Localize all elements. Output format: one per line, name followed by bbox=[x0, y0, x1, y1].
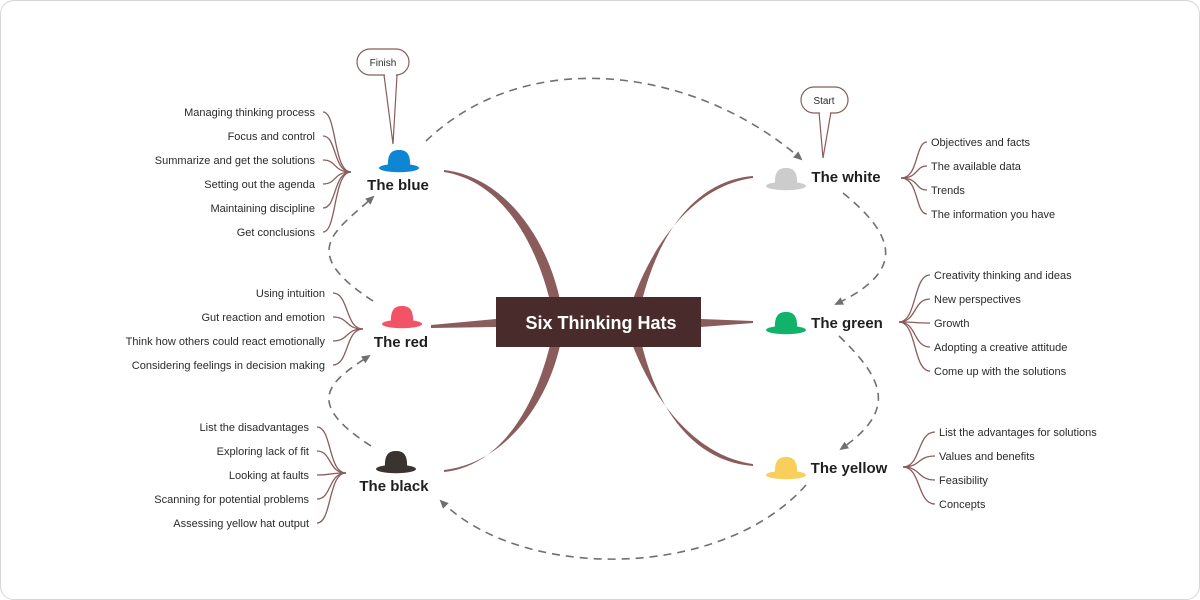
yellow-hat-label: The yellow bbox=[811, 460, 888, 477]
finish-label: Finish bbox=[370, 58, 397, 69]
hat-node-black[interactable]: The black bbox=[359, 451, 429, 495]
red-leaf-connector bbox=[332, 292, 364, 330]
yellow-hat-icon bbox=[766, 457, 806, 480]
branch-blue bbox=[444, 170, 561, 305]
black-hat-icon bbox=[376, 451, 416, 474]
red-leaf-item: Gut reaction and emotion bbox=[201, 312, 325, 324]
flow-arrow-green-to-yellow bbox=[838, 335, 880, 451]
blue-leaf-item: Get conclusions bbox=[237, 227, 316, 239]
white-hat-label: The white bbox=[811, 169, 880, 186]
black-leaf-connector bbox=[316, 426, 347, 474]
branch-yellow bbox=[631, 341, 753, 466]
red-leaf-item: Think how others could react emotionally bbox=[126, 336, 326, 348]
finish-callout: Finish bbox=[356, 48, 410, 145]
black-hat-label: The black bbox=[359, 478, 429, 495]
black-leaf-item: Looking at faults bbox=[229, 470, 310, 482]
branch-green bbox=[701, 319, 753, 327]
black-leaf-item: List the disadvantages bbox=[200, 422, 310, 434]
white-hat-icon bbox=[766, 168, 806, 191]
blue-leaf-connector bbox=[322, 171, 352, 233]
flow-arrow-red-to-blue bbox=[328, 195, 375, 302]
green-leaf-item: Growth bbox=[934, 318, 969, 330]
hat-node-green[interactable]: The green bbox=[766, 312, 883, 335]
black-leaf-item: Assessing yellow hat output bbox=[173, 518, 309, 530]
main-branches bbox=[431, 170, 753, 472]
blue-leaf-connector bbox=[322, 135, 352, 173]
hat-node-yellow[interactable]: The yellow bbox=[766, 457, 888, 480]
green-hat-label: The green bbox=[811, 315, 883, 332]
white-leaf-item: Objectives and facts bbox=[931, 137, 1031, 149]
yellow-leaf-item: Feasibility bbox=[939, 475, 988, 487]
blue-leaf-item: Focus and control bbox=[228, 131, 315, 143]
flow-arrows bbox=[328, 77, 887, 560]
green-leaf-connector bbox=[898, 298, 931, 323]
white-leaf-item: The available data bbox=[931, 161, 1022, 173]
yellow-leaf-item: Concepts bbox=[939, 499, 986, 511]
green-leaf-item: Creativity thinking and ideas bbox=[934, 270, 1072, 282]
center-box bbox=[496, 297, 701, 347]
red-leaf-item: Using intuition bbox=[256, 288, 325, 300]
red-hat-label: The red bbox=[374, 334, 428, 351]
red-leaf-connector bbox=[332, 316, 364, 330]
white-leaf-connector bbox=[900, 177, 928, 215]
black-leaf-item: Scanning for potential problems bbox=[154, 494, 309, 506]
white-leaf-item: The information you have bbox=[931, 209, 1055, 221]
blue-leaf-item: Managing thinking process bbox=[184, 107, 315, 119]
start-label: Start bbox=[813, 96, 834, 107]
yellow-hat-items: List the advantages for solutionsValues … bbox=[902, 427, 1097, 511]
blue-leaf-connector bbox=[322, 111, 352, 173]
blue-hat-icon bbox=[379, 150, 419, 173]
red-leaf-connector bbox=[332, 328, 364, 342]
red-hat-icon bbox=[382, 306, 422, 329]
green-leaf-item: Adopting a creative attitude bbox=[934, 342, 1067, 354]
hat-node-white[interactable]: The white bbox=[766, 168, 881, 191]
green-leaf-connector bbox=[898, 274, 931, 323]
center-node[interactable]: Six Thinking Hats bbox=[496, 297, 701, 347]
blue-leaf-item: Setting out the agenda bbox=[204, 179, 316, 191]
yellow-leaf-item: Values and benefits bbox=[939, 451, 1035, 463]
yellow-leaf-item: List the advantages for solutions bbox=[939, 427, 1097, 439]
branch-black bbox=[444, 341, 561, 472]
yellow-leaf-connector bbox=[902, 466, 936, 481]
yellow-leaf-connector bbox=[902, 466, 936, 505]
hat-node-red[interactable]: The red bbox=[374, 306, 428, 351]
blue-hat-label: The blue bbox=[367, 177, 429, 194]
flow-arrow-black-to-red bbox=[328, 354, 372, 447]
yellow-leaf-connector bbox=[902, 431, 936, 468]
black-leaf-item: Exploring lack of fit bbox=[217, 446, 309, 458]
white-leaf-item: Trends bbox=[931, 185, 965, 197]
green-hat-icon bbox=[766, 312, 806, 335]
green-leaf-item: Come up with the solutions bbox=[934, 366, 1067, 378]
flow-arrow-white-to-green bbox=[834, 192, 887, 305]
blue-leaf-item: Maintaining discipline bbox=[210, 203, 315, 215]
red-leaf-item: Considering feelings in decision making bbox=[132, 360, 325, 372]
start-callout: Start bbox=[800, 86, 849, 159]
red-leaf-connector bbox=[332, 328, 364, 366]
flow-arrow-start-to-white bbox=[425, 77, 803, 161]
black-leaf-connector bbox=[316, 450, 347, 474]
blue-leaf-item: Summarize and get the solutions bbox=[155, 155, 316, 167]
white-leaf-connector bbox=[900, 141, 928, 179]
branch-white bbox=[631, 176, 753, 305]
branch-red bbox=[431, 319, 496, 328]
hat-node-blue[interactable]: The blue bbox=[367, 150, 429, 194]
flow-arrow-yellow-to-black bbox=[439, 484, 807, 560]
green-leaf-connector bbox=[898, 321, 931, 372]
center-title: Six Thinking Hats bbox=[525, 313, 676, 333]
green-leaf-item: New perspectives bbox=[934, 294, 1021, 306]
black-leaf-connector bbox=[316, 472, 347, 524]
